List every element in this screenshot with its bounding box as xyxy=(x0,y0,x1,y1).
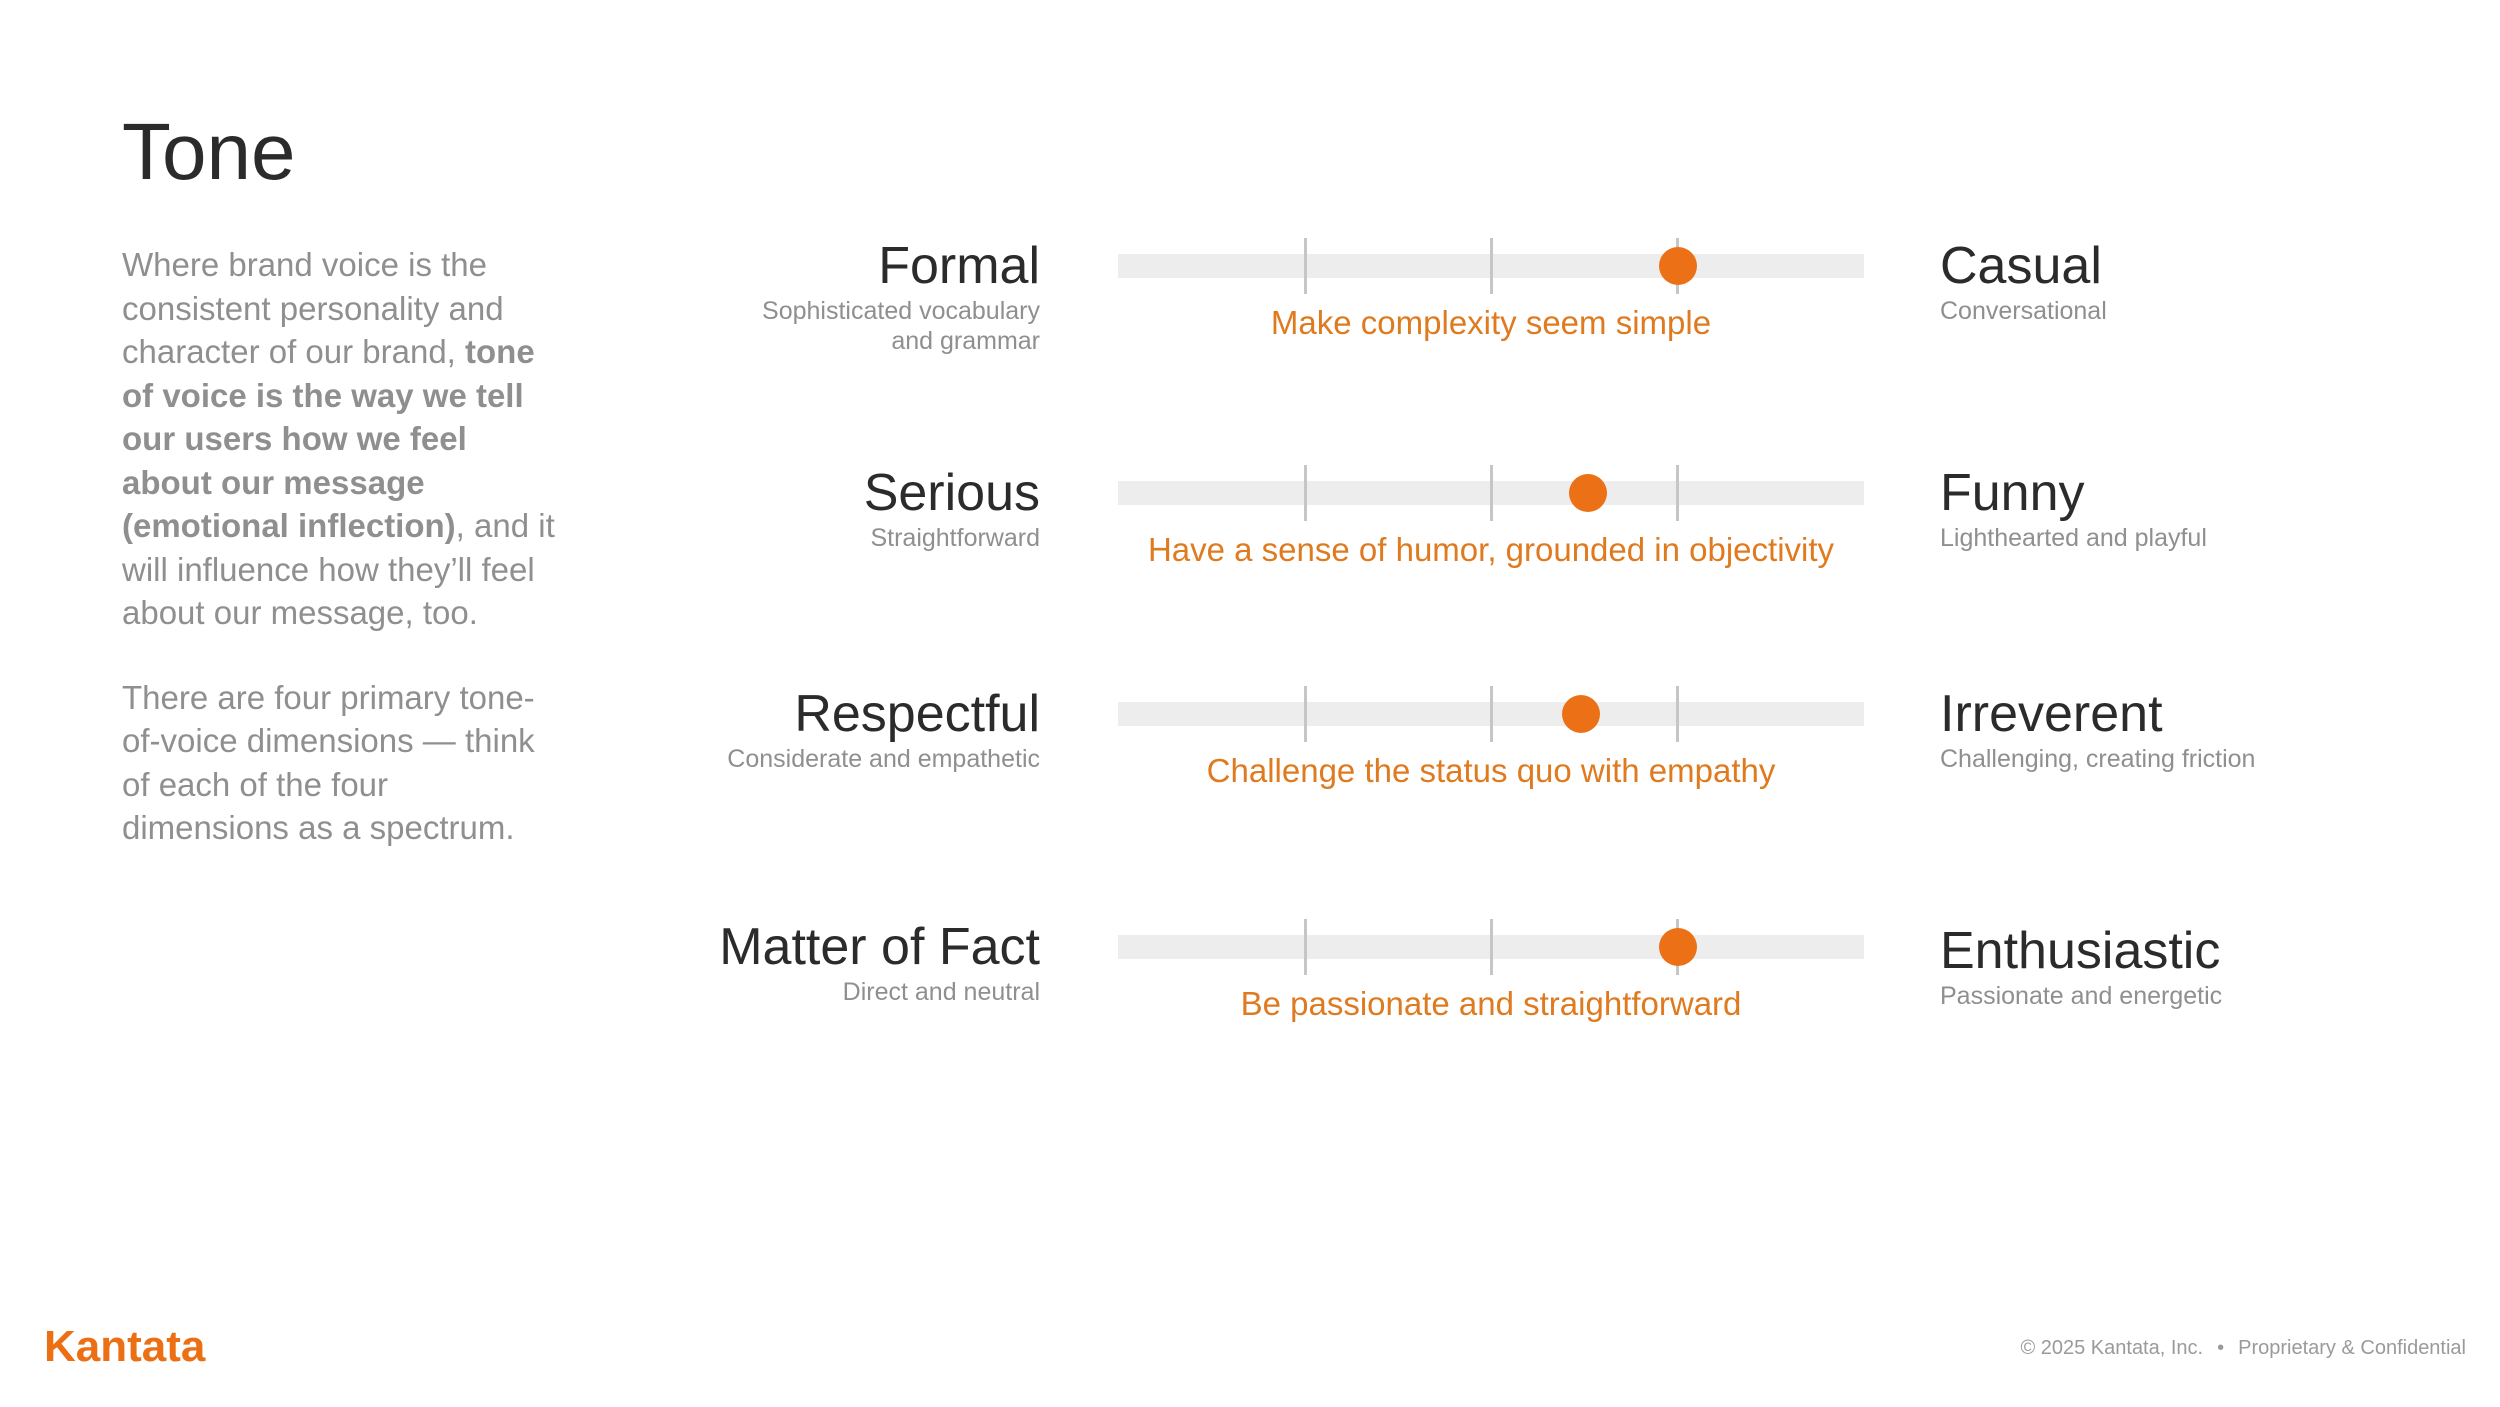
intro-p1-start: Where brand voice is the consistent pers… xyxy=(122,246,504,370)
intro-p1-bold: tone of voice is the way we tell our use… xyxy=(122,333,535,544)
right-term-block: Irreverent Challenging, creating frictio… xyxy=(1940,684,2255,774)
tone-guidance: Be passionate and straightforward xyxy=(1240,985,1742,1022)
slider-tick xyxy=(1490,919,1493,975)
right-term-description: Passionate and energetic xyxy=(1940,982,2223,1010)
right-term: Casual xyxy=(1940,237,2102,295)
footer-legal: © 2025 Kantata, Inc. • Proprietary & Confi… xyxy=(2020,1337,2466,1360)
tone-guidance: Challenge the status quo with empathy xyxy=(1206,752,1776,789)
left-term-description: Considerate and empathetic xyxy=(727,745,1040,773)
left-term: Formal xyxy=(878,237,1040,295)
slider-tick xyxy=(1304,919,1307,975)
dimension-serious-funny: Serious Straightforward Have a sense of … xyxy=(0,463,2500,613)
right-term: Enthusiastic xyxy=(1940,922,2221,980)
left-term: Serious xyxy=(863,464,1040,522)
intro-paragraph-1: Where brand voice is the consistent pers… xyxy=(122,243,562,635)
left-term-block: Serious Straightforward xyxy=(864,463,1040,553)
left-term-block: Respectful Considerate and empathetic xyxy=(727,684,1040,774)
slider-knob xyxy=(1561,695,1600,733)
confidential-text: Proprietary & Confidential xyxy=(2238,1337,2466,1359)
right-term-description: Conversational xyxy=(1940,297,2107,325)
dimension-formal-casual: Formal Sophisticated vocabulary and gram… xyxy=(0,236,2500,386)
left-term-block: Matter of Fact Direct and neutral xyxy=(719,917,1040,1007)
slider-tick xyxy=(1490,465,1493,521)
kantata-logo: Kantata xyxy=(44,1322,206,1371)
tone-slider xyxy=(1118,684,1864,744)
tone-slider xyxy=(1118,463,1864,523)
right-term-block: Funny Lighthearted and playful xyxy=(1940,463,2207,553)
left-term-block: Formal Sophisticated vocabulary and gram… xyxy=(762,236,1040,356)
right-term: Funny xyxy=(1940,464,2085,522)
slider-knob xyxy=(1658,928,1697,966)
page-title: Tone xyxy=(122,107,296,196)
slider-tick xyxy=(1304,465,1307,521)
right-term-block: Enthusiastic Passionate and energetic xyxy=(1940,921,2222,1011)
slider-tick xyxy=(1490,238,1493,294)
slider-knob xyxy=(1568,474,1607,512)
tone-guidance: Have a sense of humor, grounded in objec… xyxy=(1147,531,1835,568)
footer-separator: • xyxy=(2217,1337,2225,1359)
intro-paragraph-2: There are four primary tone-of-voice dim… xyxy=(122,678,535,847)
tone-guidance: Make complexity seem simple xyxy=(1270,304,1712,341)
left-term-description: Direct and neutral xyxy=(842,978,1040,1006)
left-term: Matter of Fact xyxy=(719,918,1040,976)
right-term-description: Challenging, creating friction xyxy=(1940,745,2256,773)
copyright-text: © 2025 Kantata, Inc. xyxy=(2020,1337,2204,1359)
dimension-matter-of-fact-enthusiastic: Matter of Fact Direct and neutral Be pas… xyxy=(0,917,2500,1067)
slider-tick xyxy=(1490,686,1493,742)
tone-slider xyxy=(1118,236,1864,296)
intro-p1-end: , and it will influence how they’ll feel… xyxy=(122,507,555,631)
right-term: Irreverent xyxy=(1940,685,2163,743)
dimension-respectful-irreverent: Respectful Considerate and empathetic Ch… xyxy=(0,684,2500,834)
slider-tick xyxy=(1304,686,1307,742)
slider-tick xyxy=(1676,465,1679,521)
left-term-description: Straightforward xyxy=(870,524,1040,552)
left-term: Respectful xyxy=(794,685,1040,743)
right-term-description: Lighthearted and playful xyxy=(1940,524,2207,552)
slider-tick xyxy=(1304,238,1307,294)
left-term-description: Sophisticated vocabulary and grammar xyxy=(762,297,1040,355)
tone-slider xyxy=(1118,917,1864,977)
slider-tick xyxy=(1676,686,1679,742)
intro-text: Where brand voice is the consistent pers… xyxy=(122,243,562,891)
right-term-block: Casual Conversational xyxy=(1940,236,2107,326)
slider-knob xyxy=(1658,247,1697,285)
